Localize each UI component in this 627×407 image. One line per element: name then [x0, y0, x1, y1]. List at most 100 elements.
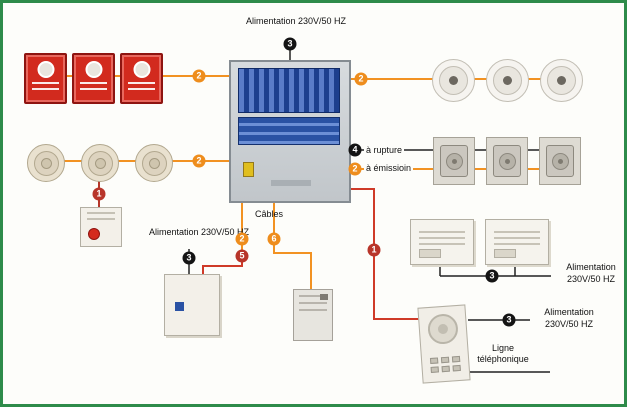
ceiling-detector-2 [486, 59, 529, 102]
badge-power-top: 3 [283, 37, 297, 51]
panel-zone-module [238, 68, 340, 113]
label-phone-2: téléphonique [477, 354, 529, 364]
badge-detector-zone: 2 [192, 154, 206, 168]
badge-right-detectors: 2 [354, 72, 368, 86]
call-point-text-line [80, 88, 107, 90]
indicator-text-line [87, 212, 115, 214]
label-power-top: Alimentation 230V/50 HZ [245, 16, 347, 26]
keypad-key [440, 356, 450, 364]
repeater-display [419, 249, 441, 258]
badge-rupture: 4 [348, 143, 362, 157]
power-supply-logo [175, 302, 184, 311]
detector-core [148, 157, 160, 169]
repeater-panel-2 [485, 219, 549, 265]
panel-key-switch [243, 162, 254, 177]
keypad-key [429, 357, 439, 365]
smoke-detector-1 [27, 144, 65, 182]
retainer-magnet [440, 145, 468, 177]
call-point-glass [133, 61, 150, 78]
telephone-transmitter [417, 304, 471, 384]
wire-cable-right [273, 199, 312, 289]
badge-power-repeater: 3 [485, 269, 499, 283]
detector-core [557, 76, 566, 85]
retainer-magnet [493, 145, 521, 177]
badge-emission: 2 [348, 162, 362, 176]
badge-cable-left-red: 5 [235, 249, 249, 263]
label-emission: à émissioin [364, 163, 414, 173]
repeater-panel-1 [410, 219, 474, 265]
repeater-text-lines [419, 227, 465, 245]
detector-ring [141, 150, 167, 176]
detector-core [449, 76, 458, 85]
call-point-glass [85, 61, 102, 78]
manual-call-point-3 [120, 53, 163, 104]
call-point-text-line [128, 82, 155, 84]
keypad-key [430, 366, 439, 373]
retainer-pin [504, 158, 510, 164]
detector-core [94, 157, 106, 169]
retainer-pin [451, 158, 457, 164]
speaker-grille [426, 313, 459, 346]
panel-label-strip [271, 180, 311, 186]
label-phone-1: Ligne [491, 343, 515, 353]
keypad-key [441, 365, 450, 373]
badge-power-dialer: 3 [502, 313, 516, 327]
battery-text-line [299, 302, 327, 304]
battery-unit [293, 289, 333, 341]
smoke-detector-2 [81, 144, 119, 182]
retainer-disc [551, 152, 569, 170]
panel-control-module [238, 117, 340, 145]
door-retainer-3 [539, 137, 581, 185]
ceiling-detector-3 [540, 59, 583, 102]
detector-core [40, 157, 52, 169]
manual-call-point-1 [24, 53, 67, 104]
keypad-key [451, 355, 461, 363]
badge-cable-right: 6 [267, 232, 281, 246]
detector-ring [493, 66, 522, 95]
detector-ring [33, 150, 59, 176]
door-retainer-2 [486, 137, 528, 185]
call-point-text-line [32, 82, 59, 84]
repeater-text-lines [494, 227, 540, 245]
battery-text-line [299, 309, 327, 311]
label-power-repeater-1: Alimentation [566, 262, 616, 272]
retainer-pin [557, 158, 563, 164]
indicator-text-line [87, 218, 115, 220]
label-power-repeater-2: 230V/50 HZ [566, 274, 616, 284]
badge-transmitter-line: 1 [367, 243, 381, 257]
door-retainer-1 [433, 137, 475, 185]
retainer-magnet [546, 145, 574, 177]
ceiling-detector-1 [432, 59, 475, 102]
power-supply-unit [164, 274, 220, 336]
detector-core [503, 76, 512, 85]
battery-text-line [299, 295, 327, 297]
manual-call-point-2 [72, 53, 115, 104]
keypad-key [452, 364, 461, 372]
label-power-left: Alimentation 230V/50 HZ [148, 227, 250, 237]
dialer-keypad [429, 355, 461, 373]
detector-ring [439, 66, 468, 95]
label-cables: Câbles [254, 209, 283, 219]
detector-ring [87, 150, 113, 176]
smoke-detector-3 [135, 144, 173, 182]
speaker-core [437, 323, 449, 335]
badge-cable-left: 2 [235, 232, 249, 246]
fire-alarm-control-panel [229, 60, 351, 203]
call-point-glass [37, 61, 54, 78]
retainer-disc [498, 152, 516, 170]
label-power-dialer-1: Alimentation [544, 307, 594, 317]
badge-indicator-line: 1 [92, 187, 106, 201]
badge-call-point-zone: 2 [192, 69, 206, 83]
call-point-text-line [32, 88, 59, 90]
call-point-text-line [128, 88, 155, 90]
battery-chip [320, 294, 328, 300]
call-point-text-line [80, 82, 107, 84]
remote-indicator [80, 207, 122, 247]
retainer-disc [445, 152, 463, 170]
label-rupture: à rupture [364, 145, 405, 155]
label-power-dialer-2: 230V/50 HZ [544, 319, 594, 329]
repeater-display [494, 249, 516, 258]
badge-power-left: 3 [182, 251, 196, 265]
detector-ring [547, 66, 576, 95]
